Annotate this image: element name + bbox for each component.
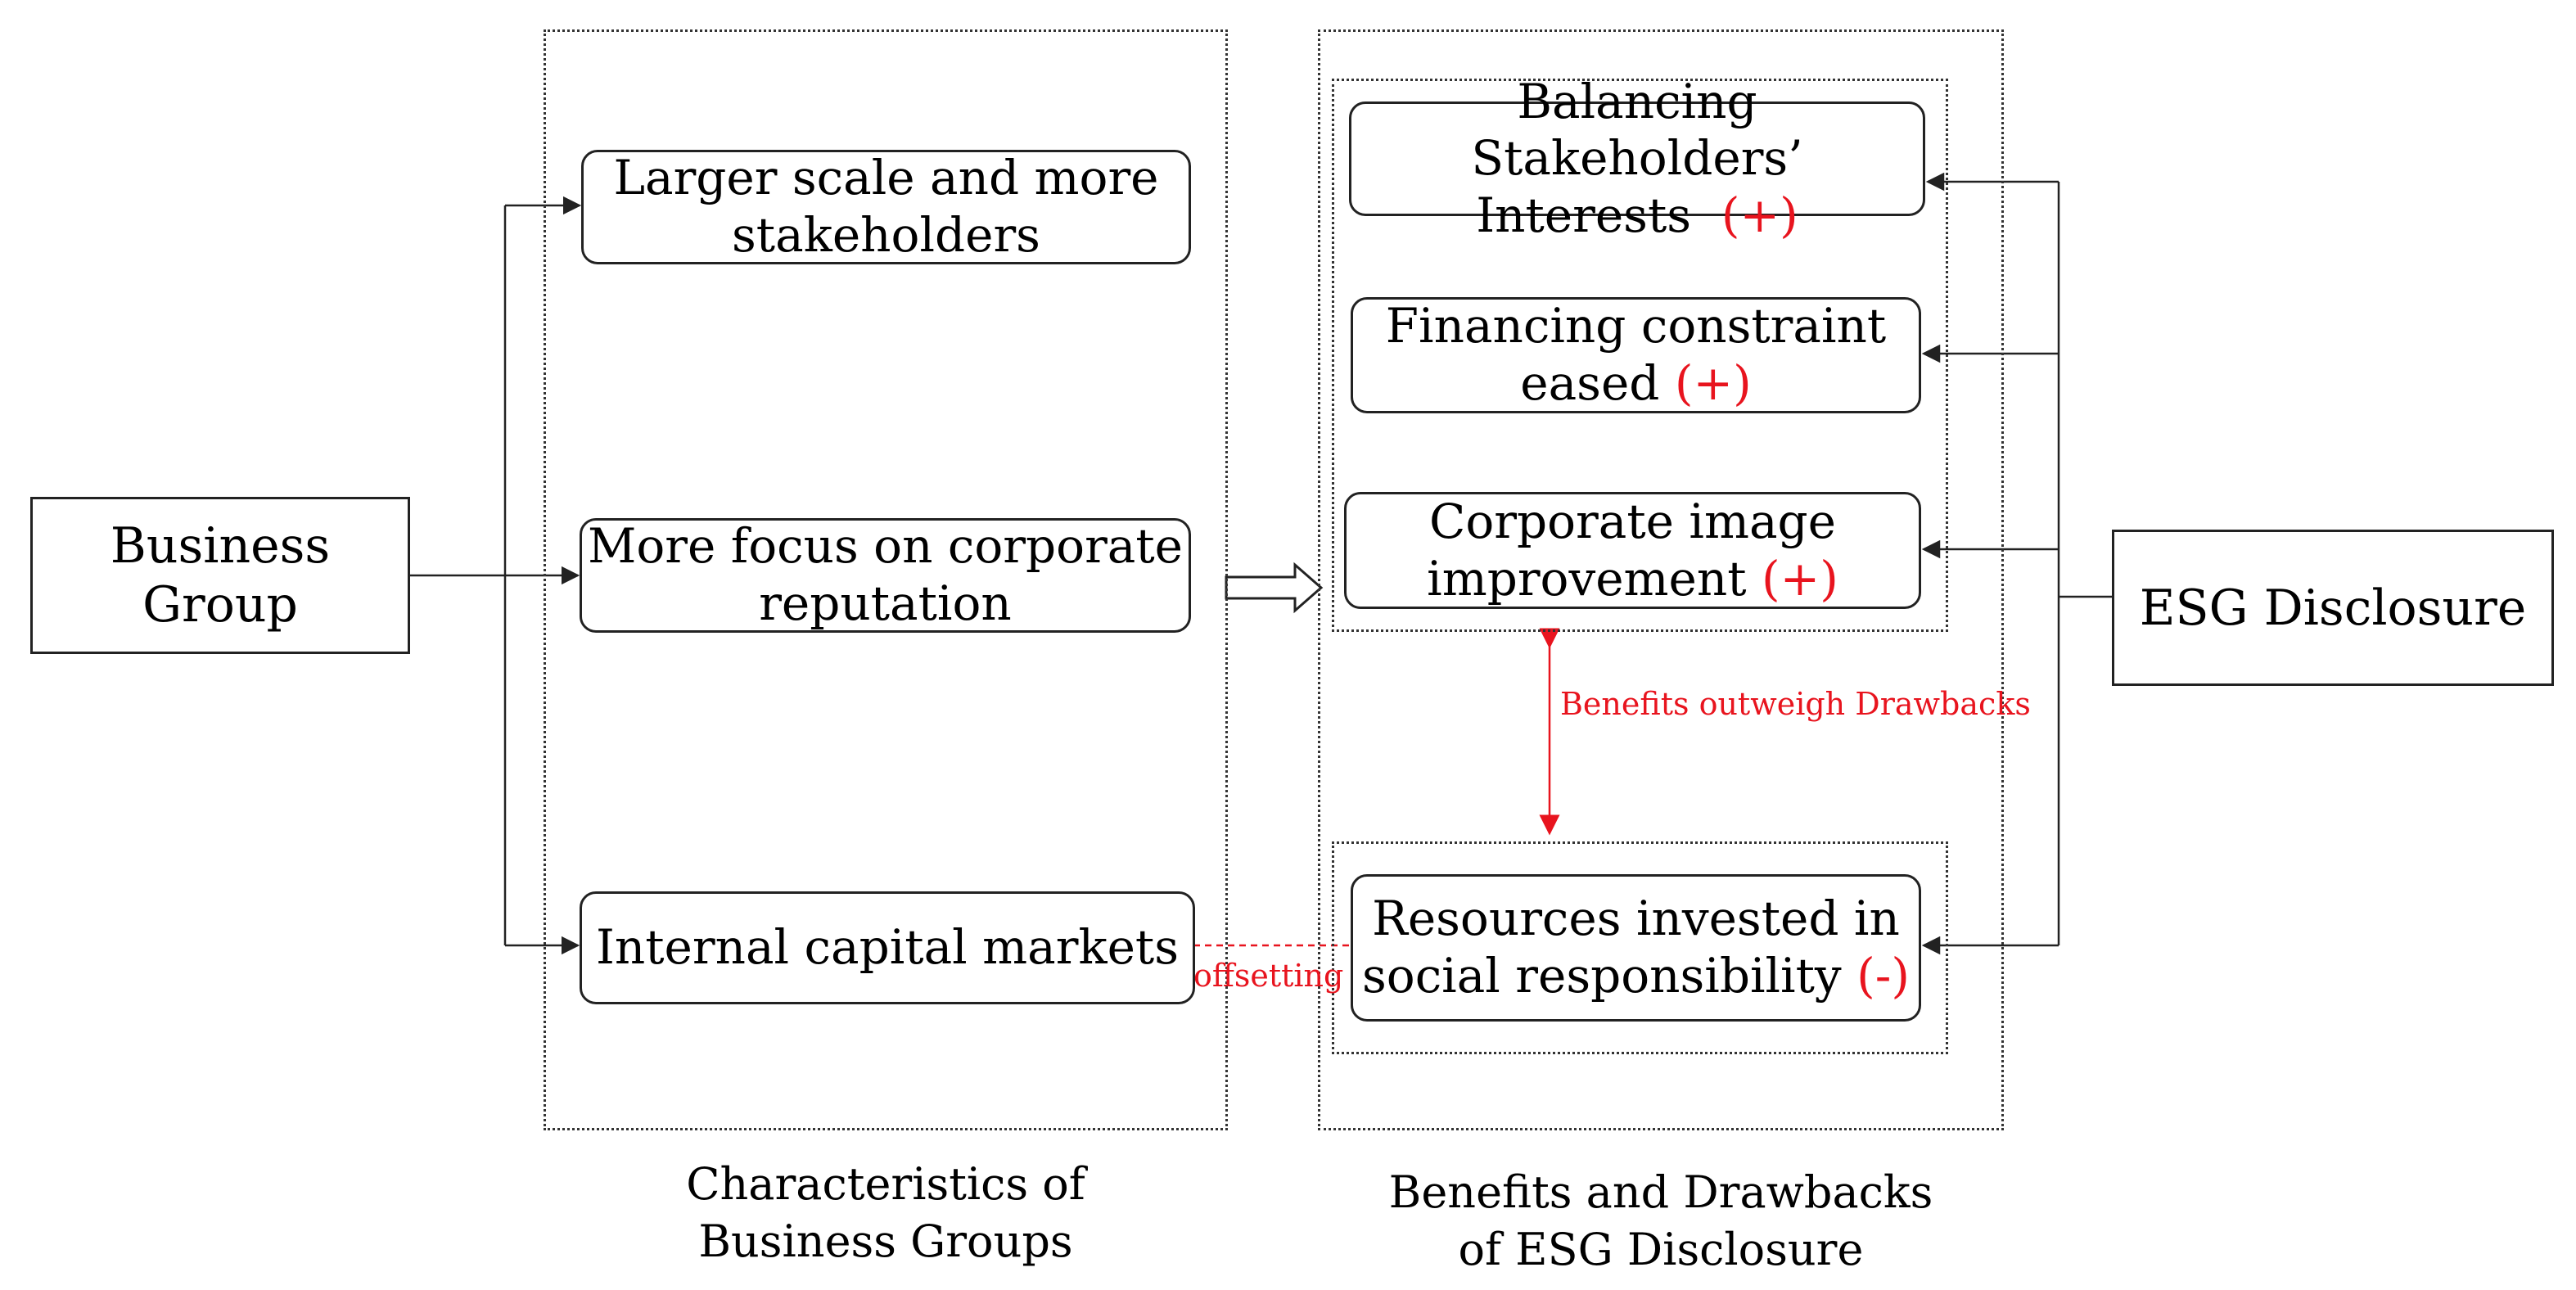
benefits-group [1332, 79, 1948, 632]
benefit-stakeholders-sign: (+) [1721, 187, 1798, 243]
offsetting-label: offsetting [1193, 958, 1344, 994]
benefit-image-line1: Corporate image [1428, 493, 1836, 549]
drawback-resources-line2: social responsibility [1362, 948, 1842, 1004]
left-fanout [408, 196, 582, 955]
benefit-financing-sign: (+) [1674, 355, 1752, 411]
benefits-outweigh-label: Benefits outweigh Drawbacks [1560, 686, 2031, 722]
benefit-image-node: Corporate image improvement (+) [1344, 492, 1921, 609]
business-group-node: Business Group [30, 497, 410, 654]
benefit-financing-line1: Financing constraint [1385, 298, 1887, 354]
benefit-image-sign: (+) [1761, 550, 1838, 607]
drawback-resources-line1: Resources invested in [1372, 891, 1900, 947]
block-arrow [1225, 562, 1324, 614]
benefit-financing-node: Financing constraint eased (+) [1351, 297, 1921, 413]
benefit-financing-line2: eased [1520, 355, 1660, 411]
characteristics-caption-line2: Business Groups [698, 1216, 1073, 1268]
benefit-stakeholders-line1: Balancing Stakeholders’ [1471, 73, 1803, 187]
effects-caption-line2: of ESG Disclosure [1458, 1224, 1864, 1276]
effects-container [1318, 29, 2004, 1130]
characteristic-capital-markets-line1: Internal capital markets [595, 919, 1179, 976]
characteristic-reputation-line1: More focus on corporate [587, 518, 1184, 575]
characteristic-reputation-line2: reputation [759, 575, 1012, 631]
business-group-label: Business Group [110, 517, 331, 634]
esg-disclosure-node: ESG Disclosure [2112, 530, 2554, 686]
effects-caption: Benefits and Drawbacks of ESG Disclosure [1318, 1164, 2004, 1279]
drawback-resources-node: Resources invested in social responsibil… [1351, 874, 1921, 1022]
effects-caption-line1: Benefits and Drawbacks [1388, 1166, 1933, 1218]
benefit-stakeholders-node: Balancing Stakeholders’ Interests (+) [1349, 74, 1925, 243]
characteristic-scale-line2: stakeholders [732, 207, 1040, 263]
characteristic-scale-node: Larger scale and more stakeholders [581, 150, 1191, 264]
characteristics-caption-line1: Characteristics of [686, 1158, 1085, 1210]
drawbacks-group [1332, 841, 1948, 1054]
characteristics-container [544, 29, 1228, 1130]
esg-disclosure-label: ESG Disclosure [2139, 579, 2527, 637]
characteristics-caption: Characteristics of Business Groups [544, 1156, 1228, 1270]
benefit-stakeholders-line2: Interests [1476, 187, 1692, 243]
drawback-resources-sign: (-) [1856, 948, 1910, 1004]
benefit-image-line2: improvement [1427, 550, 1747, 607]
characteristic-scale-line1: Larger scale and more [613, 150, 1159, 206]
characteristic-reputation-node: More focus on corporate reputation [580, 518, 1191, 633]
characteristic-capital-markets-node: Internal capital markets [580, 891, 1195, 1004]
